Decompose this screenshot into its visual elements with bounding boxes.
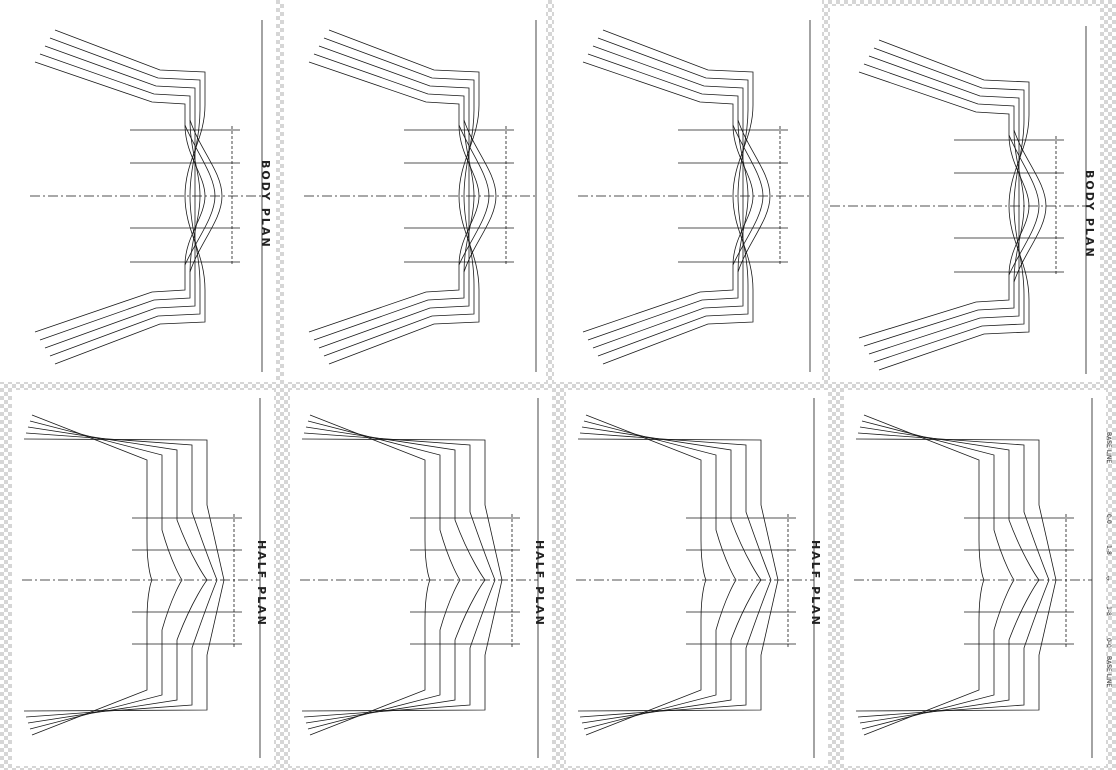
- half-plan-drawing: [576, 398, 815, 758]
- body-plan-drawing: [304, 20, 537, 372]
- half-plan-drawing: [300, 398, 539, 758]
- station-label: 0-0: [1105, 638, 1112, 648]
- station-label: 0-0: [1105, 514, 1112, 524]
- base-line-label: BASE LINE: [1105, 432, 1112, 464]
- body-plan-panel-3: [554, 0, 822, 382]
- half-plan-panel-2: HALF PLAN: [290, 390, 552, 766]
- half-plan-label: HALF PLAN: [533, 540, 546, 627]
- body-plan-panel-2: [284, 0, 546, 382]
- body-plan-drawing: [830, 26, 1087, 374]
- body-plan-label: BODY PLAN: [1083, 170, 1096, 259]
- body-plan-label: BODY PLAN: [259, 160, 272, 249]
- half-plan-panel-3: HALF PLAN: [566, 390, 828, 766]
- station-label: 1-8: [1105, 545, 1112, 555]
- half-plan-drawing: [854, 398, 1093, 758]
- half-plan-label: HALF PLAN: [255, 540, 268, 627]
- body-plan-panel-1: BODY PLAN: [0, 0, 276, 382]
- half-plan-drawing: [22, 398, 261, 758]
- body-plan-drawing: [30, 20, 263, 372]
- centerline-mark: ¢: [1106, 575, 1110, 582]
- half-plan-label: HALF PLAN: [809, 540, 822, 627]
- body-plan-panel-4: BODY PLAN: [830, 6, 1100, 382]
- half-plan-panel-4: [844, 390, 1106, 766]
- body-plan-drawing: [578, 20, 811, 372]
- station-label: 1-8: [1105, 606, 1112, 616]
- base-line-label: BASE LINE: [1105, 656, 1112, 688]
- half-plan-panel-1: HALF PLAN: [12, 390, 274, 766]
